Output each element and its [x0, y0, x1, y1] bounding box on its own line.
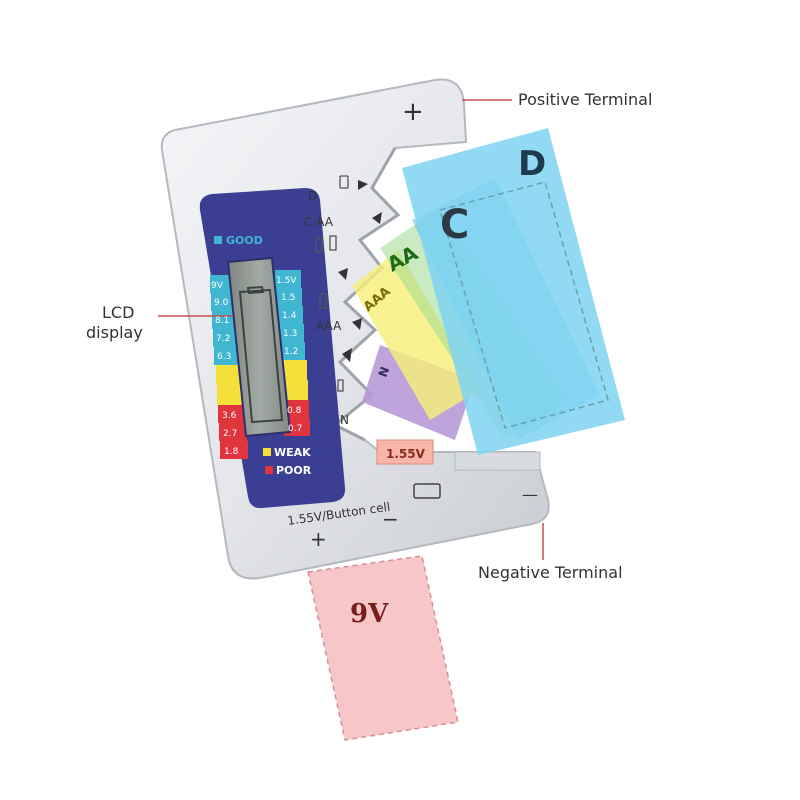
battery-d-label: D: [518, 144, 546, 184]
weak-legend-swatch: [263, 448, 271, 456]
poor-legend-swatch: [265, 466, 273, 474]
negative-terminal-callout: Negative Terminal: [478, 563, 623, 582]
left-scale-label: 3.6: [222, 411, 237, 421]
left-scale-label: 1.8: [224, 447, 239, 457]
voltage-tag-label: 1.55V: [386, 447, 426, 461]
top-plus-sign: +: [402, 97, 424, 127]
slot-arrows: [338, 180, 382, 362]
slot-icons: [315, 175, 349, 392]
right-voltage-scale: [275, 270, 310, 436]
left-scale-label: 9V: [211, 281, 224, 291]
right-scale-labels: 1.5V 1.5 1.4 1.3 1.2 0.8 0.7: [276, 276, 302, 434]
left-scale-label: 2.7: [223, 429, 237, 439]
bottom-plus-sign: +: [310, 527, 327, 551]
button-cell-icon: [413, 483, 441, 499]
right-scale-label: 1.5: [281, 293, 295, 303]
left-scale-label: 8.1: [215, 316, 229, 326]
battery-slot-groove: [332, 147, 401, 442]
positive-terminal-callout: Positive Terminal: [518, 90, 653, 109]
right-scale-label: 0.7: [288, 424, 302, 434]
left-scale-label: 7.2: [216, 334, 230, 344]
battery-9v: [307, 555, 459, 741]
left-scale-labels: 9V 9.0 8.1 7.2 6.3 3.6 2.7 1.8: [211, 281, 239, 457]
slot-label-caa: C·AA: [304, 215, 334, 229]
battery-d: [402, 128, 625, 455]
lcd-callout-line1: LCD: [102, 303, 135, 322]
slot-bottom-rail: [454, 451, 541, 471]
battery-9v-label: 9V: [350, 599, 389, 629]
good-legend-swatch: [214, 236, 222, 244]
left-scale-label: 9.0: [214, 298, 229, 308]
panel-poor-label: POOR: [276, 464, 312, 477]
right-scale-label: 1.5V: [276, 276, 297, 286]
lcd-callout-line2: display: [86, 323, 143, 342]
panel-weak-label: WEAK: [274, 446, 311, 459]
right-minus-sign: —: [522, 485, 538, 504]
left-scale-label: 6.3: [217, 352, 231, 362]
lcd-battery-glyph: [238, 285, 284, 424]
lcd-screen: [226, 256, 292, 438]
lcd-display-callout: LCD display: [86, 303, 143, 343]
slot-label-n: N: [340, 413, 349, 427]
slot-label-aaa: AAA: [316, 319, 342, 333]
right-scale-label: 1.2: [284, 347, 298, 357]
right-scale-label: 1.4: [282, 311, 297, 321]
left-voltage-scale: [210, 275, 248, 459]
panel-good-label: GOOD: [226, 234, 263, 247]
right-scale-label: 0.8: [287, 406, 302, 416]
battery-c-label: C: [440, 202, 469, 248]
bottom-minus-sign: −: [382, 507, 399, 531]
battery-n-label: N: [376, 365, 393, 379]
battery-aaa: [352, 250, 480, 420]
right-scale-label: 1.3: [283, 329, 297, 339]
slot-label-d: D: [308, 189, 317, 203]
voltage-tag-bg: [376, 439, 434, 465]
